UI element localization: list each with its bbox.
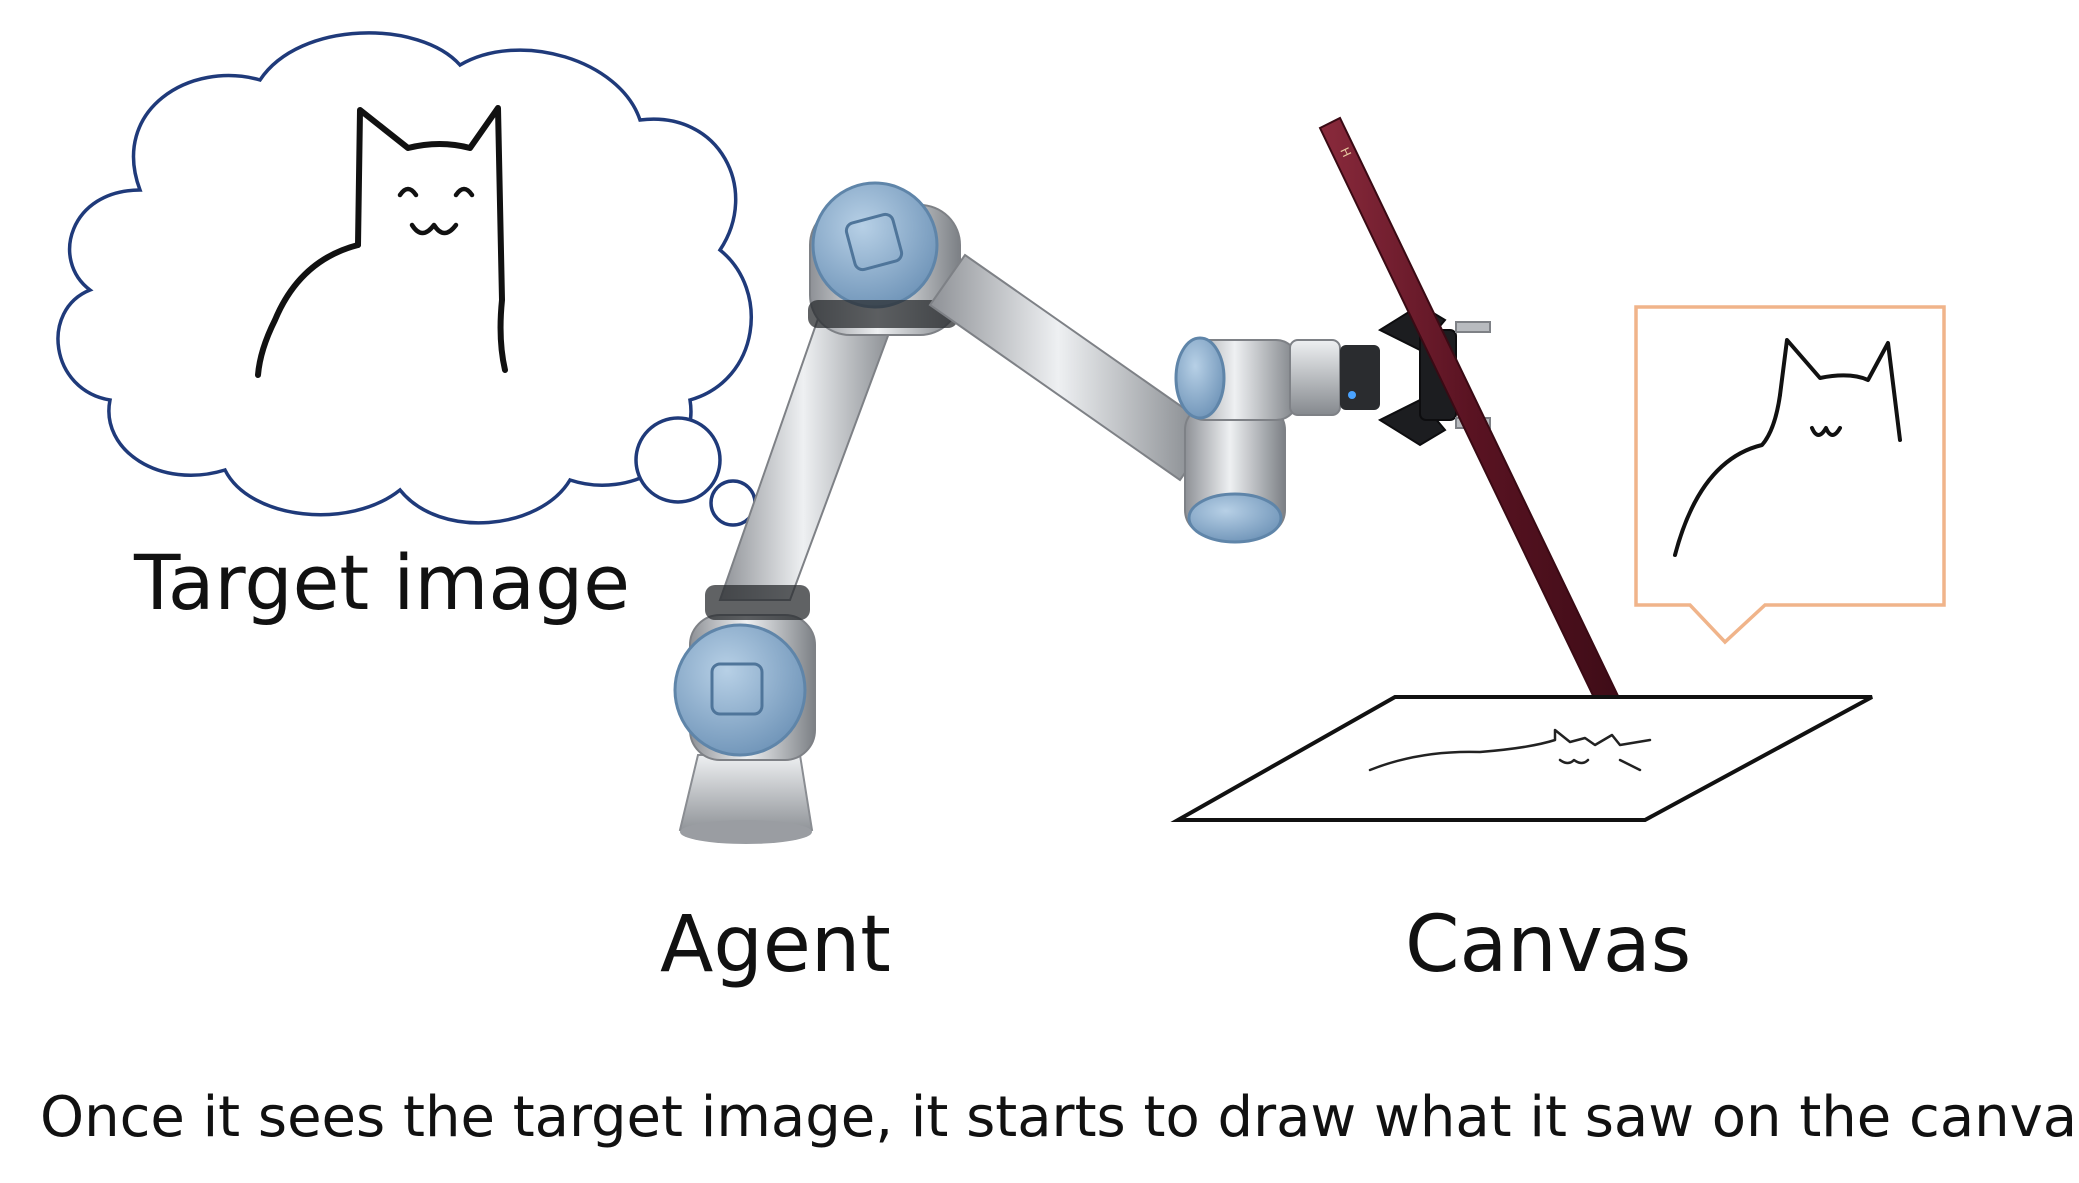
thought-bubble-trail <box>634 416 781 541</box>
canvas-cat-sketch <box>1368 728 1652 772</box>
caption-text: Once it sees the target image, it starts… <box>40 1085 2079 1150</box>
canvas-label: Canvas <box>1405 900 1692 990</box>
speech-box <box>1634 305 1946 645</box>
pencil-icon: H <box>1318 116 1625 734</box>
canvas-paper <box>1170 695 1873 822</box>
target-image-label: Target image <box>134 538 631 627</box>
drawn-cat-sketch <box>1673 338 1902 557</box>
target-cat-drawing <box>255 105 508 378</box>
agent-label: Agent <box>660 900 891 990</box>
